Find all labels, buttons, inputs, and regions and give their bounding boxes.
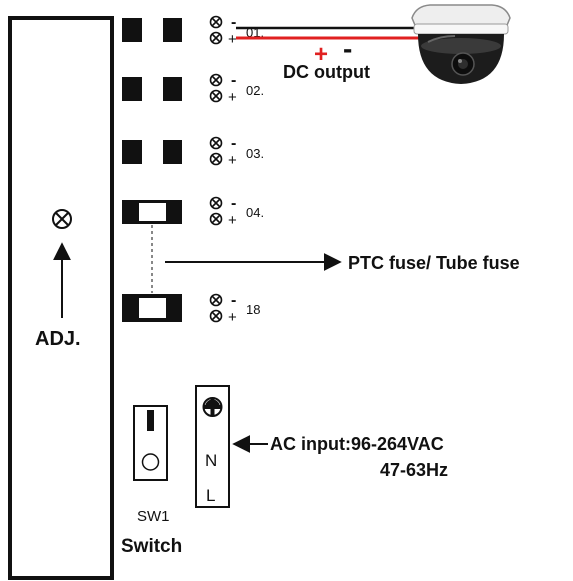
terminal-screw-icon: [209, 136, 223, 166]
terminal-screw-icon: [209, 293, 223, 323]
neutral-label: N: [205, 451, 217, 470]
line-label: L: [206, 486, 215, 505]
ac-terminal-block: N L: [195, 385, 230, 508]
terminal-plus-mark: +: [228, 152, 237, 169]
switch-label: Switch: [121, 536, 182, 557]
ac-input-label: AC input:96-264VAC: [270, 434, 444, 454]
ground-icon: [202, 397, 223, 417]
terminal-screw-icon: [209, 196, 223, 226]
fuse-gap: [139, 203, 166, 221]
terminal-plus-mark: +: [228, 31, 237, 48]
terminal-minus-mark: -: [231, 72, 236, 89]
terminal-plus-mark: +: [228, 212, 237, 229]
output-row-18: - + 18: [122, 292, 260, 326]
adj-potentiometer-icon[interactable]: [52, 209, 72, 229]
dc-minus-mark: -: [343, 33, 352, 64]
dc-plus-mark: +: [314, 41, 328, 68]
output-row-04: - + 04.: [122, 195, 264, 229]
output-row-03: - + 03.: [122, 135, 264, 169]
output-row-02: - + 02.: [122, 72, 264, 106]
dome-camera-icon: [411, 4, 511, 84]
sw1-switch[interactable]: [133, 405, 168, 481]
output-label: 02.: [246, 83, 264, 98]
fuse-gap: [142, 77, 163, 101]
terminal-minus-mark: -: [231, 135, 236, 152]
dc-output-label: DC output: [283, 62, 370, 82]
adj-label: ADJ.: [35, 328, 81, 350]
terminal-minus-mark: -: [231, 195, 236, 212]
terminal-screw-icon: [209, 73, 223, 103]
output-label: 18: [246, 302, 260, 317]
terminal-minus-mark: -: [231, 292, 236, 309]
terminal-plus-mark: +: [228, 89, 237, 106]
terminal-minus-mark: -: [231, 14, 236, 31]
terminal-plus-mark: +: [228, 309, 237, 326]
ac-input-frequency: 47-63Hz: [380, 460, 448, 480]
fuse-gap: [142, 140, 163, 164]
terminal-screw-icon: [209, 15, 223, 45]
output-label: 03.: [246, 146, 264, 161]
fuse-gap: [139, 298, 166, 318]
fuse-gap: [142, 18, 163, 42]
output-row-01: - + 01.: [122, 14, 264, 48]
fuse-label: PTC fuse/ Tube fuse: [348, 253, 520, 273]
output-label: 04.: [246, 205, 264, 220]
switch-id: SW1: [137, 508, 170, 525]
